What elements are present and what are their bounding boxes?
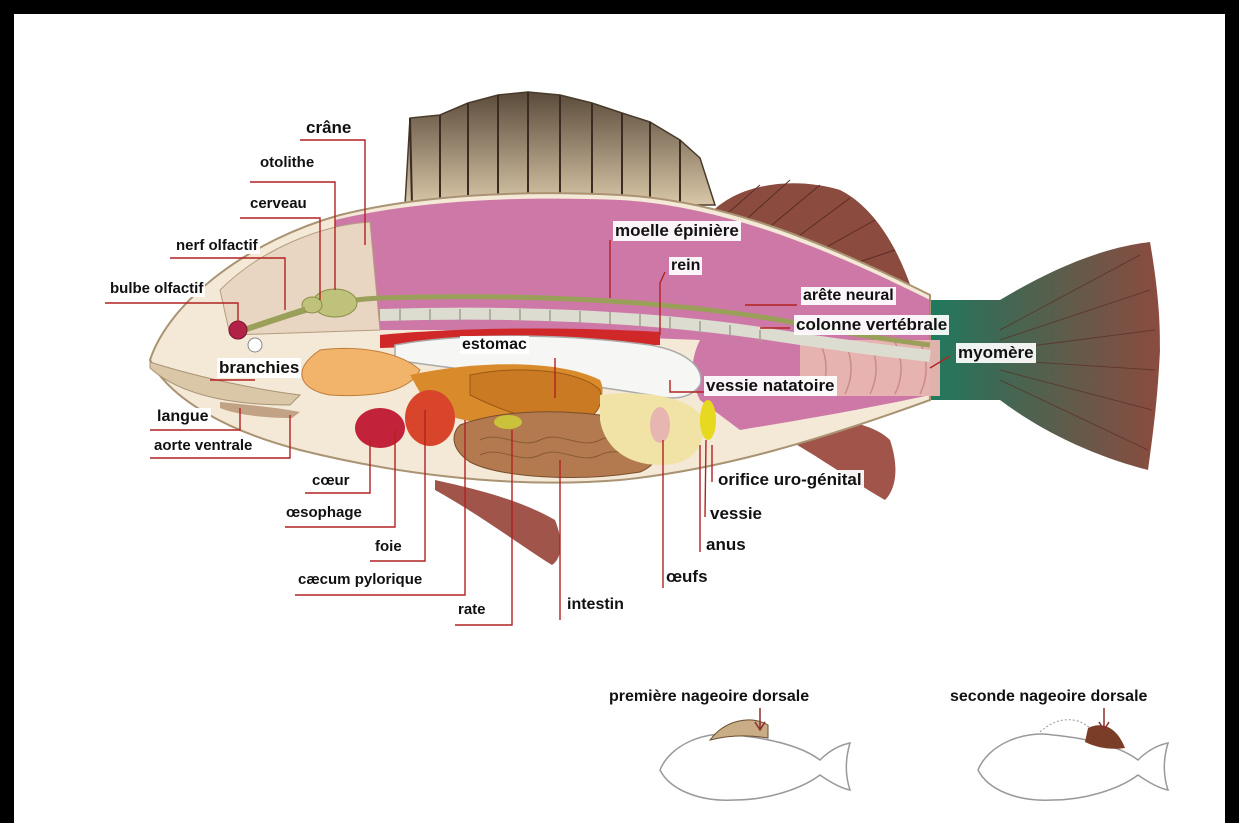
inset-label-first-dorsal: première nageoire dorsale xyxy=(607,688,811,706)
label-myomere: myomère xyxy=(956,343,1036,363)
label-rein: rein xyxy=(669,257,702,275)
bladder xyxy=(700,400,716,440)
oesophagus xyxy=(405,390,455,446)
inset-label-second-dorsal: seconde nageoire dorsale xyxy=(948,688,1149,706)
spleen xyxy=(494,415,522,429)
label-moelle-epiniere: moelle épinière xyxy=(613,221,741,241)
label-nerf-olfactif: nerf olfactif xyxy=(174,237,260,254)
label-oeufs: œufs xyxy=(664,567,710,587)
label-oesophage: œsophage xyxy=(284,504,364,521)
label-crane: crâne xyxy=(304,118,353,138)
label-colonne-vertebrale: colonne vertébrale xyxy=(794,315,949,335)
label-cerveau: cerveau xyxy=(248,195,309,212)
olfactory-bulb xyxy=(229,321,247,339)
label-rate: rate xyxy=(456,601,488,618)
diagram-frame: crâne otolithe cerveau nerf olfactif bul… xyxy=(14,14,1225,823)
label-foie: foie xyxy=(373,538,404,555)
label-estomac: estomac xyxy=(460,336,529,354)
label-aorte-ventrale: aorte ventrale xyxy=(152,437,254,454)
label-orifice-uro-genital: orifice uro-génital xyxy=(716,470,864,490)
label-coeur: cœur xyxy=(310,472,352,489)
label-vessie: vessie xyxy=(708,504,764,524)
label-bulbe-olfactif: bulbe olfactif xyxy=(108,280,205,297)
label-intestin: intestin xyxy=(565,596,626,614)
first-dorsal-fin xyxy=(405,92,715,205)
label-langue: langue xyxy=(155,408,211,426)
eye xyxy=(248,338,262,352)
label-branchies: branchies xyxy=(217,358,301,378)
label-otolithe: otolithe xyxy=(258,154,316,171)
inset-first-dorsal xyxy=(660,708,850,800)
label-anus: anus xyxy=(704,535,748,555)
label-arete-neural: arête neural xyxy=(801,287,896,305)
inset-second-dorsal xyxy=(978,708,1168,800)
label-caecum-pylorique: cæcum pylorique xyxy=(296,571,424,588)
heart xyxy=(355,408,405,448)
pelvic-fin xyxy=(435,480,561,565)
label-vessie-natatoire: vessie natatoire xyxy=(704,376,837,396)
